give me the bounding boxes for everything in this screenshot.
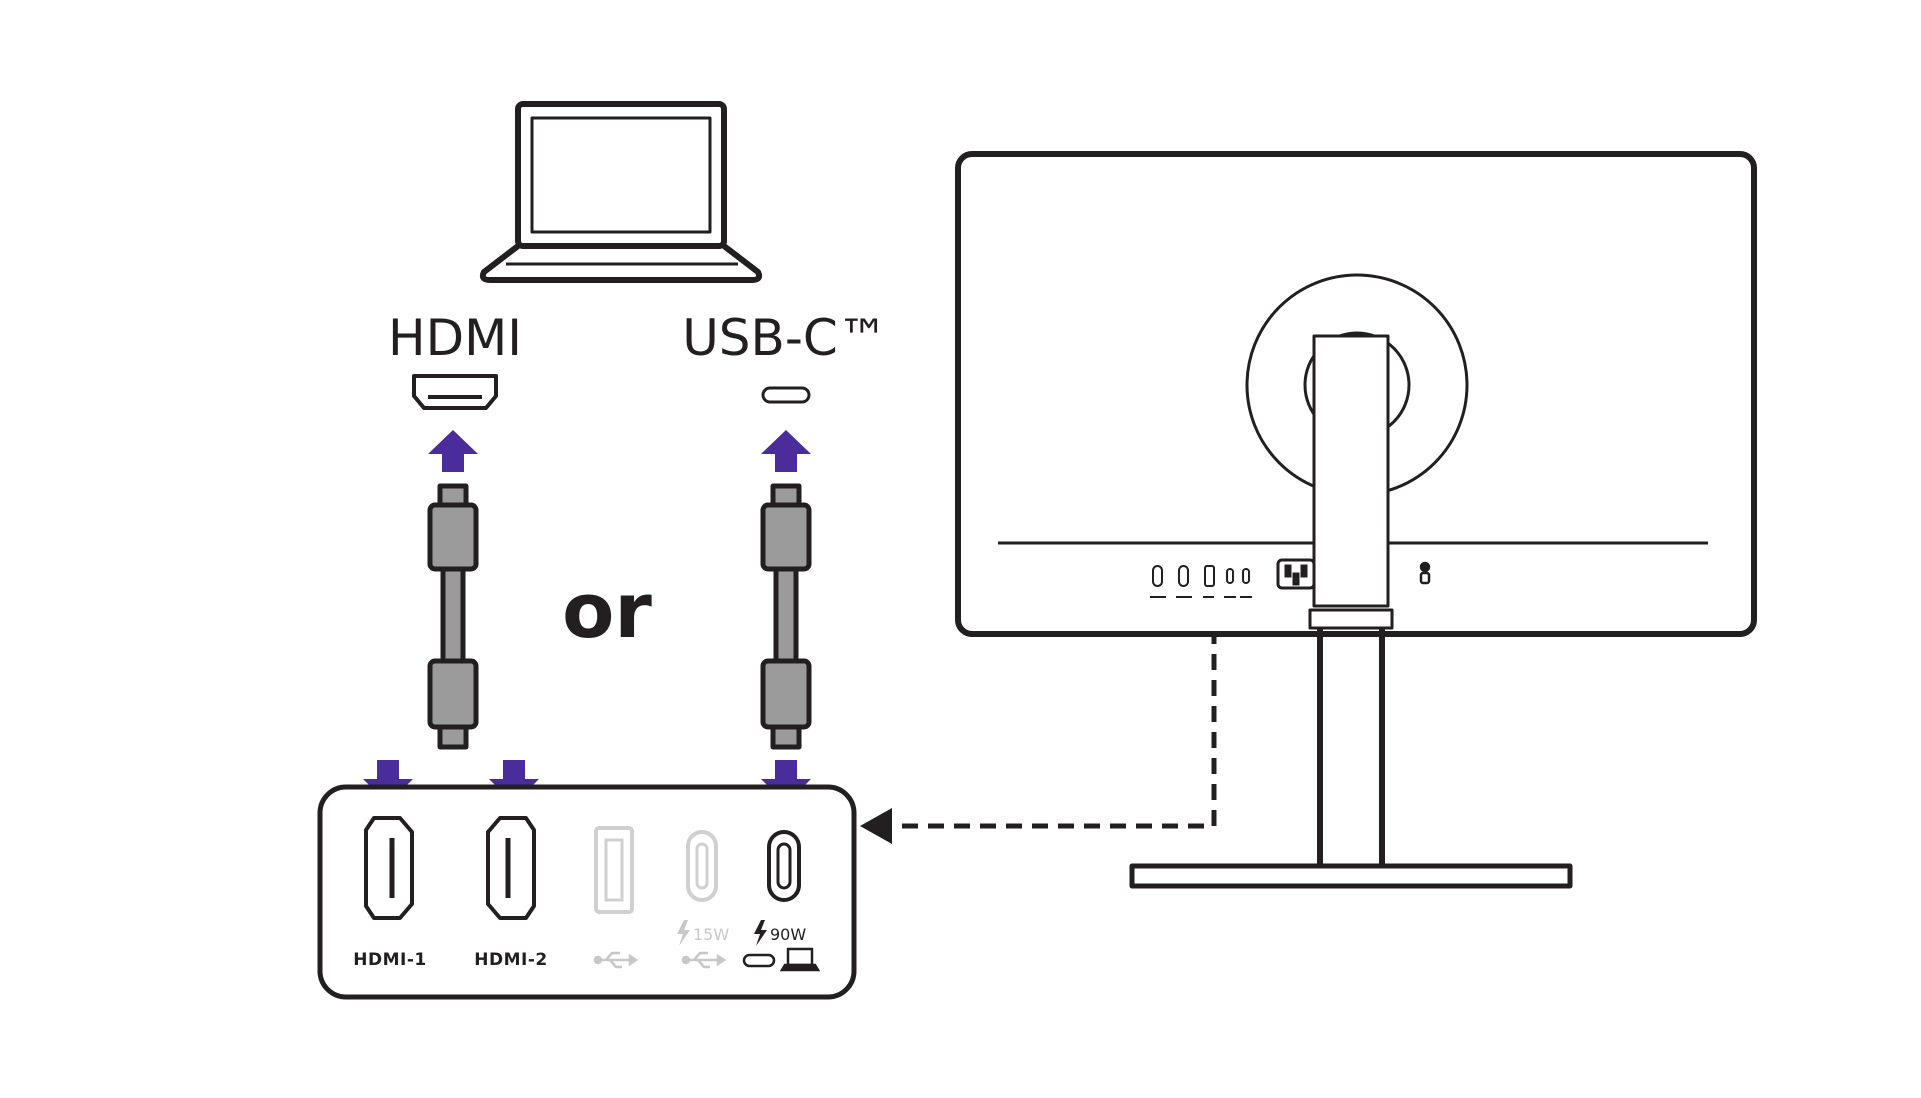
hdmi2-port-icon <box>486 816 536 920</box>
hdmi2-caption: HDMI-2 <box>474 950 547 970</box>
up-arrow-icon <box>428 430 478 472</box>
up-arrow-icon <box>761 430 811 472</box>
usbc-cable-icon <box>760 483 812 750</box>
watt-15-label: 15W <box>693 925 729 944</box>
watt-90-label: 90W <box>770 925 806 944</box>
usbc-label: USB-C™ <box>682 309 888 367</box>
monitor-icon <box>955 151 1757 889</box>
laptop-icon <box>479 101 763 283</box>
usbc-caption-icon <box>742 953 776 968</box>
usbc-90w-port-icon <box>767 830 801 902</box>
usbc-15w-port-icon <box>686 830 718 902</box>
hdmi1-caption: HDMI-1 <box>353 950 426 970</box>
usbc-port-icon <box>761 386 811 404</box>
hdmi-cable-icon <box>427 483 479 750</box>
down-arrow-icon <box>363 760 413 804</box>
port-panel <box>317 784 857 1000</box>
or-label: or <box>562 566 652 655</box>
hdmi1-port-icon <box>364 816 414 920</box>
power-socket-icon <box>1276 558 1316 590</box>
laptop-caption-icon <box>779 947 821 972</box>
hdmi-port-icon <box>412 374 498 410</box>
lightning-icon <box>754 920 767 946</box>
dashed-connector <box>860 628 1217 844</box>
left-arrow-icon <box>860 808 892 844</box>
lightning-icon <box>677 920 690 946</box>
usb-symbol-icon <box>681 951 727 969</box>
usb-symbol-icon <box>593 951 639 969</box>
kensington-lock-icon <box>1419 561 1431 585</box>
down-arrow-icon <box>489 760 539 804</box>
down-arrow-icon <box>761 760 811 804</box>
usb-a-port-icon <box>594 826 634 914</box>
monitor-port-row <box>1150 565 1252 598</box>
hdmi-label: HDMI <box>388 309 522 367</box>
